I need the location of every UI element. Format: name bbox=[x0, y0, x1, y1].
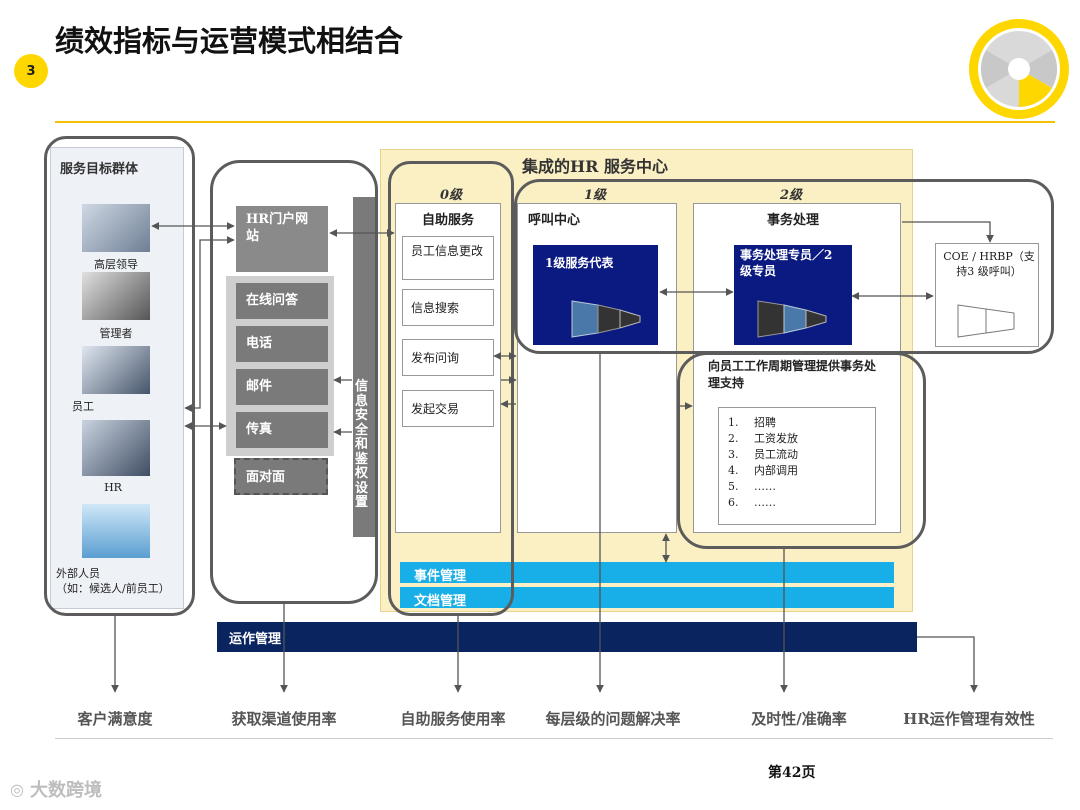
document-management-bar: 文档管理 bbox=[400, 587, 894, 609]
level-1-label: 1级 bbox=[584, 188, 607, 203]
title-divider bbox=[55, 121, 1055, 123]
channel-online-qa-button[interactable]: 在线问答 bbox=[236, 283, 328, 319]
leader-photo-icon bbox=[82, 204, 150, 252]
metric-hr-ops-effectiveness: HR运作管理有效性 bbox=[903, 710, 1035, 728]
security-bar bbox=[353, 197, 377, 537]
group-label-employee: 员工 bbox=[72, 400, 94, 413]
level1-funnel-icon bbox=[571, 300, 641, 338]
channel-face-to-face-button[interactable]: 面对面 bbox=[234, 458, 328, 495]
group-label-manager: 管理者 bbox=[99, 327, 133, 340]
self-service-title: 自助服务 bbox=[421, 213, 474, 228]
self-service-change-info-button[interactable]: 员工信息更改 bbox=[402, 236, 494, 280]
support-item: 5.…… bbox=[728, 480, 776, 493]
hr-portal-button[interactable]: HR门户网站 bbox=[236, 206, 328, 272]
coe-hrbp-label: COE / HRBP（支持3 级呼叫） bbox=[943, 250, 1035, 278]
event-management-bar: 事件管理 bbox=[400, 562, 894, 584]
metric-customer-satisfaction: 客户满意度 bbox=[77, 710, 153, 728]
external-people-icon bbox=[82, 504, 150, 558]
self-service-inquiry-button[interactable]: 发布问询 bbox=[402, 339, 494, 376]
specialist-box: 事务处理专员／2 级专员 bbox=[734, 245, 852, 345]
manager-photo-icon bbox=[82, 272, 150, 320]
support-item: 4.内部调用 bbox=[728, 464, 798, 477]
watermark-logo-icon: ◎ bbox=[10, 779, 24, 799]
support-outline bbox=[677, 352, 926, 549]
page-title: 绩效指标与运营模式相结合 bbox=[55, 24, 404, 58]
bottom-divider bbox=[55, 738, 1053, 739]
metric-timeliness-accuracy: 及时性/准确率 bbox=[751, 710, 847, 728]
self-service-search-button[interactable]: 信息搜索 bbox=[402, 289, 494, 326]
channel-phone-button[interactable]: 电话 bbox=[236, 326, 328, 362]
metric-self-service-usage: 自助服务使用率 bbox=[400, 710, 506, 728]
support-list: 1.招聘 2.工资发放 3.员工流动 4.内部调用 5.…… 6.…… bbox=[728, 415, 798, 511]
support-item: 2.工资发放 bbox=[728, 432, 798, 445]
support-item: 3.员工流动 bbox=[728, 448, 798, 461]
hr-photo-icon bbox=[82, 420, 150, 476]
metric-channel-usage: 获取渠道使用率 bbox=[231, 710, 337, 728]
level1-rep-label: 1级服务代表 bbox=[545, 256, 614, 270]
watermark: ◎ 大数跨境 bbox=[10, 776, 102, 802]
level2-funnel-icon bbox=[757, 300, 827, 338]
target-groups-title: 服务目标群体 bbox=[60, 162, 139, 177]
group-label-leader: 高层领导 bbox=[94, 258, 138, 271]
page-number: 第42页 bbox=[768, 765, 816, 781]
operations-management-bar: 运作管理 bbox=[217, 622, 917, 652]
group-label-external-note: （如：候选人/前员工） bbox=[56, 582, 170, 595]
hub-title: 集成的HR 服务中心 bbox=[522, 157, 668, 176]
support-item: 6.…… bbox=[728, 496, 776, 509]
metric-resolution-rate: 每层级的问题解决率 bbox=[545, 710, 681, 728]
level-0-label: 0级 bbox=[440, 188, 463, 203]
call-center-title: 呼叫中心 bbox=[528, 213, 581, 228]
employee-photo-icon bbox=[82, 346, 150, 394]
logo-icon bbox=[969, 19, 1069, 119]
level-2-label: 2级 bbox=[780, 188, 803, 203]
support-item: 1.招聘 bbox=[728, 416, 776, 429]
security-bar-label: 信息安全和鉴权设置 bbox=[355, 379, 369, 511]
level0-outline bbox=[388, 161, 514, 616]
channel-email-button[interactable]: 邮件 bbox=[236, 369, 328, 405]
watermark-text: 大数跨境 bbox=[29, 780, 102, 801]
group-label-external: 外部人员 bbox=[56, 567, 100, 580]
page-badge: 3 bbox=[14, 54, 48, 88]
channel-fax-button[interactable]: 传真 bbox=[236, 412, 328, 448]
support-list-panel bbox=[718, 407, 876, 525]
coe-funnel-icon bbox=[957, 304, 1015, 338]
group-label-hr: HR bbox=[104, 481, 122, 494]
self-service-transaction-button[interactable]: 发起交易 bbox=[402, 390, 494, 427]
support-title: 向员工工作周期管理提供事务处理支持 bbox=[708, 359, 877, 390]
transactions-title: 事务处理 bbox=[766, 213, 819, 228]
